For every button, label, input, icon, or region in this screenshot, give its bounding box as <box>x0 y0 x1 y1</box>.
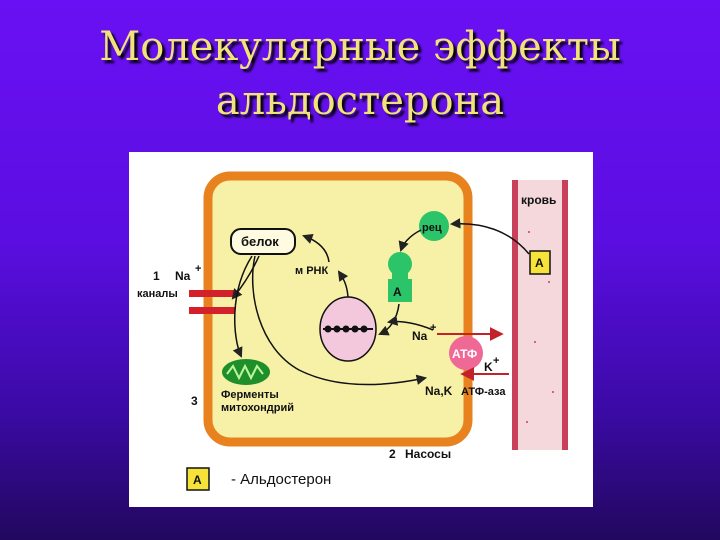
enzymes-line-1: Ферменты <box>221 389 279 401</box>
blood-label: кровь <box>521 193 556 207</box>
sodium-channels <box>189 290 235 314</box>
pumps-label: Насосы <box>405 447 451 461</box>
blood-vessel <box>512 180 568 450</box>
title-line-2: альдостерона <box>215 78 505 124</box>
title-line-1: Молекулярные эффекты <box>99 24 621 70</box>
atpase-label: АТФ-аза <box>461 386 506 398</box>
mrna-to-protein-arrow <box>302 233 330 263</box>
protein-to-channels-arrow <box>231 255 260 300</box>
diagram-panel: кровь 1 Na + каналы белок м РНК <box>129 152 593 507</box>
receptor-to-complex-arrow <box>398 229 422 252</box>
aldosterone-box-label: А <box>535 256 544 270</box>
blood-to-receptor-arrow <box>449 218 530 255</box>
receptor-icon <box>419 211 449 241</box>
atp-circle <box>449 336 483 370</box>
mitochondrion <box>222 359 270 385</box>
protein-box <box>230 228 296 255</box>
sodium-to-nucleus-arrow <box>386 315 434 331</box>
channel-number: 1 <box>153 269 160 283</box>
pumps-number: 2 <box>389 447 396 461</box>
channel-label: каналы <box>137 288 178 300</box>
channel-na-plus: + <box>195 263 201 275</box>
protein-to-pumps-arrow <box>251 255 428 386</box>
channel-na-label: Na <box>175 269 191 283</box>
k-plus: + <box>493 355 499 367</box>
na-inside-plus: + <box>430 322 436 334</box>
na-k-label: Na,K <box>425 384 453 398</box>
k-label: K <box>484 360 493 374</box>
enzymes-number: 3 <box>191 394 198 408</box>
protein-to-mitochondria-arrow <box>232 255 253 358</box>
protein-label: белок <box>241 234 279 249</box>
mrna-label: м РНК <box>295 265 328 277</box>
enzymes-line-2: митохондрий <box>221 402 294 414</box>
nucleus-to-mrna-arrow <box>337 270 349 298</box>
receptor-complex <box>388 252 412 302</box>
legend-box <box>186 467 210 491</box>
receptor-label: рец <box>422 222 442 234</box>
dna-strand <box>323 325 373 333</box>
atp-label: АТФ <box>452 347 477 361</box>
receptor-hormone-label: А <box>393 285 402 299</box>
legend-box-label: А <box>193 473 202 487</box>
aldosterone-diagram: кровь 1 Na + каналы белок м РНК <box>137 171 568 491</box>
na-inside-label: Na <box>412 329 428 343</box>
slide-title: Молекулярные эффекты альдостерона <box>0 20 720 128</box>
aldosterone-box <box>529 250 551 275</box>
legend-text: - Альдостерон <box>231 471 331 488</box>
